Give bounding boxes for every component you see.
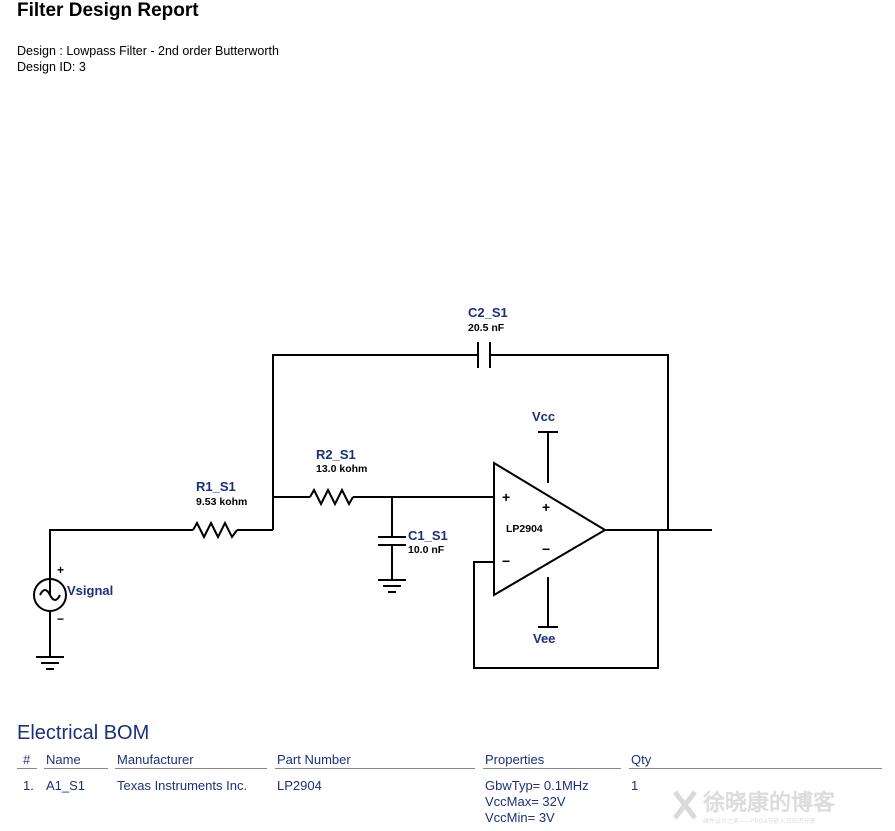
design-id: Design ID: 3 <box>17 60 86 74</box>
wire-input <box>49 529 193 595</box>
opamp-plus-input: + <box>502 489 510 505</box>
bom-row-index: 1. <box>23 778 34 793</box>
capacitor-c1 <box>378 536 406 546</box>
bom-row-property: VccMax= 32V <box>485 794 566 809</box>
opamp-vminus-pin: − <box>542 541 550 557</box>
watermark-text: 徐晓康的博客 <box>702 790 836 815</box>
bom-row-manufacturer: Texas Instruments Inc. <box>117 778 248 793</box>
source-symbol <box>33 578 67 612</box>
bom-header-rule <box>115 768 267 769</box>
watermark: 徐晓康的博客 硬件设计之美——FPGA与嵌入式知识分享 <box>669 786 889 826</box>
source-minus: − <box>57 612 64 626</box>
capacitor-c2 <box>477 342 491 368</box>
bom-row-part-number: LP2904 <box>277 778 322 793</box>
bom-col-part-number: Part Number <box>277 752 351 767</box>
sine-icon <box>39 589 61 601</box>
schematic-diagram: C2_S1 20.5 nF R1_S1 9.53 kohm R2_S1 13.0… <box>33 305 712 670</box>
r2-name: R2_S1 <box>316 447 356 462</box>
bom-col-properties: Properties <box>485 752 545 767</box>
r2-value: 13.0 kohm <box>316 463 367 475</box>
bom-header-rule <box>17 768 37 769</box>
source-label: Vsignal <box>67 583 113 598</box>
bom-header-rule <box>275 768 475 769</box>
c2-value: 20.5 nF <box>468 322 505 334</box>
opamp-minus-input: − <box>502 553 510 569</box>
watermark-logo: 徐晓康的博客 硬件设计之美——FPGA与嵌入式知识分享 <box>673 790 836 825</box>
bom-header-rule <box>483 768 621 769</box>
bom-col-qty: Qty <box>631 752 652 767</box>
c2-name: C2_S1 <box>468 305 508 320</box>
opamp-symbol <box>493 461 607 597</box>
ground-c1 <box>378 579 406 593</box>
design-name: Design : Lowpass Filter - 2nd order Butt… <box>17 44 279 58</box>
bom-col-name: Name <box>46 752 81 767</box>
vcc-label: Vcc <box>532 409 555 424</box>
bom-row-qty: 1 <box>631 778 639 793</box>
bom-title: Electrical BOM <box>17 722 150 744</box>
opamp-part: LP2904 <box>506 523 543 535</box>
r1-name: R1_S1 <box>196 479 236 494</box>
bom-header-rule <box>629 768 882 769</box>
c1-value: 10.0 nF <box>408 544 445 556</box>
ground-source <box>36 656 64 670</box>
c1-name: C1_S1 <box>408 528 448 543</box>
vee-label: Vee <box>533 631 555 646</box>
bom-col-manufacturer: Manufacturer <box>117 752 194 767</box>
r1-value: 9.53 kohm <box>196 496 247 508</box>
bom-col-index: # <box>23 752 31 767</box>
bom-row-name: A1_S1 <box>46 778 86 793</box>
bom-row-property: GbwTyp= 0.1MHz <box>485 778 589 793</box>
bom-row-property: VccMin= 3V <box>485 810 555 825</box>
resistor-r1 <box>192 520 238 540</box>
watermark-subtext: 硬件设计之美——FPGA与嵌入式知识分享 <box>703 817 815 825</box>
source-plus: + <box>57 563 64 577</box>
wire-unity-feedback <box>473 530 659 669</box>
wire-feedback-top <box>272 354 669 530</box>
report-title: Filter Design Report <box>17 0 199 21</box>
resistor-r2 <box>309 487 354 507</box>
bom-header-rule <box>44 768 108 769</box>
opamp-vplus-pin: + <box>542 499 550 515</box>
